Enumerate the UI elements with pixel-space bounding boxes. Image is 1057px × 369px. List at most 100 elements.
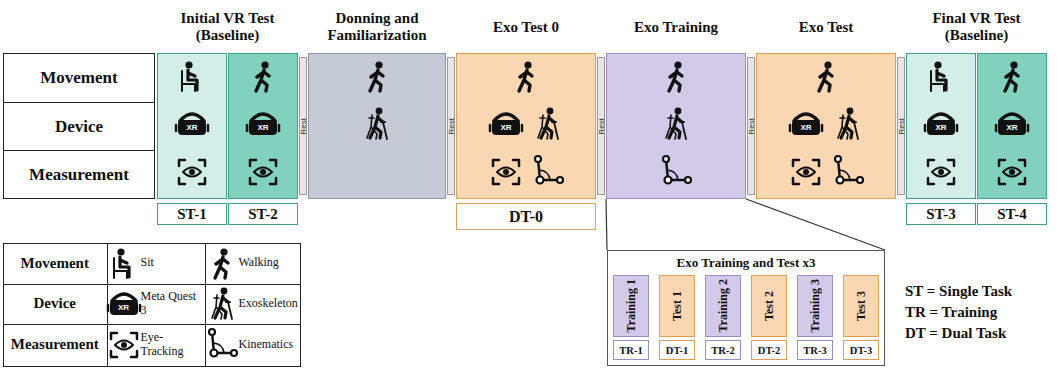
icon-group [456,3,596,230]
icon-group [977,53,1047,225]
legend-cell: Sit [107,243,207,285]
abbreviation-note: ST = Single Task [905,283,1012,300]
task-label: DT-2 [758,345,780,356]
sub-fill: Training 3 [797,275,833,337]
legend-row-header: Device [34,295,76,312]
row-header: Movement [40,68,117,88]
sub-node: Training 1 TR-1 [613,275,649,361]
rest-node: Rest [447,57,455,195]
icon-group [107,243,141,283]
heading-area: Exo Test [756,3,896,51]
task-label-box: ST-3 [906,203,976,225]
task-label: DT-3 [850,345,872,356]
icon-group [228,53,298,225]
task-label-box: ST-2 [228,203,298,225]
inset-title: Exo Training and Test x3 [677,255,816,271]
headset-mark: XR [110,300,138,315]
stage-heading: Initial VR Test (Baseline) [157,10,298,44]
rest-node: Rest [747,57,755,195]
rest-node: Rest [597,57,605,195]
inset-title-area: Exo Training and Test x3 [608,254,884,272]
task-label: ST-1 [177,206,206,223]
task-label-box: DT-1 [659,340,695,360]
inset-node: Exo Training and Test x3 Training 1 TR-1 Te… [607,250,885,366]
cell-node: Movement [3,53,155,103]
icon-group [205,243,239,283]
rest-label: Rest [299,118,308,135]
abbreviation-note: TR = Training [905,304,997,321]
legend-cell: Exoskeleton [205,283,302,325]
headset-mark: XR [927,120,955,135]
legend-cell: Eye-Tracking [107,324,207,367]
legend-text-area: Walking [239,243,299,284]
stage-heading: Exo Test 0 [493,19,559,36]
rest-label: Rest [597,118,606,135]
sub-label: Test 3 [854,291,869,321]
legend-text: Exoskeleton [239,297,298,310]
task-label: ST-2 [248,206,277,223]
sub-fill: Training 1 [613,275,649,337]
headset-mark: XR [249,120,277,135]
rest-label: Rest [747,118,756,135]
sub-node: Test 2 DT-2 [751,275,787,361]
sub-label: Training 3 [808,279,823,332]
legend-text-area: Meta Quest 3 [141,283,204,324]
rest-node: Rest [897,57,905,195]
legend-row-header: Movement [21,255,89,272]
stage-heading: Exo Test [799,19,854,36]
headset-mark: XR [792,120,820,135]
icon-group [205,324,239,364]
zoom-connector [606,199,885,250]
task-label-box: ST-1 [157,203,227,225]
sub-label: Test 2 [762,291,777,321]
group-node: Initial VR Test (Baseline)ST-1XRST-2XR [157,3,298,227]
task-label-box: DT-2 [751,340,787,360]
stage-node: Exo Training [606,3,746,199]
task-label: TR-1 [619,345,642,356]
task-label-box: ST-4 [977,203,1047,225]
sub-node: Test 1DT-1 [659,275,695,361]
st-node: ST-4 XR [977,53,1047,225]
legend-text: Kinematics [239,338,294,351]
stage-heading: Final VR Test (Baseline) [906,10,1047,44]
legend-header-cell: Movement [3,243,109,285]
sub-node: Test 3 DT-3 [843,275,879,361]
icon-group [205,283,239,323]
legend-text: Walking [239,256,279,269]
task-label: ST-3 [926,206,955,223]
legend-text-area: Exoskeleton [239,283,299,324]
rest-node: Rest [299,57,307,195]
task-label-box: TR-3 [797,340,833,360]
group-node: Final VR Test (Baseline) ST-3 XR ST-4 XR [906,3,1047,227]
row-header: Measurement [29,165,129,185]
stage-heading: Donning and Familiarization [308,10,446,44]
cell-node: Measurement [3,150,155,199]
task-label-box: TR-2 [705,340,741,360]
legend-cell: Kinematics [205,324,302,367]
task-label: TR-2 [711,345,734,356]
row-header: Device [55,117,103,137]
stage-heading: Exo Training [634,19,718,36]
heading-area: Exo Training [606,3,746,51]
legend-row-header: Measurement [11,336,99,353]
sub-fill: Test 2 [751,275,787,337]
headset-mark: XR [492,120,520,135]
sub-label: Training 2 [716,279,731,332]
legend-text: Sit [141,256,154,269]
legend-text-area: Eye-Tracking [141,324,204,366]
sub-node: Training 2 TR-2 [705,275,741,361]
task-label-box: DT-0 [456,203,596,230]
headset-mark: XR [998,120,1026,135]
stage-node: Exo Test 0 DT-0 XR [456,3,596,230]
stage-node: Donning and Familiarization [308,3,446,199]
sub-fill: Test 3 [843,275,879,337]
legend-table: Movement Sit WalkingDevice Meta Quest 3XR Ex… [3,243,300,366]
task-label-box: DT-3 [843,340,879,360]
legend-text: Meta Quest 3 [141,290,204,316]
heading-area: Donning and Familiarization [308,3,446,51]
rest-label: Rest [447,118,456,135]
stage-node: Exo TestXR [756,3,896,199]
rest-label: Rest [897,118,906,135]
sub-node: Training 3 TR-3 [797,275,833,361]
